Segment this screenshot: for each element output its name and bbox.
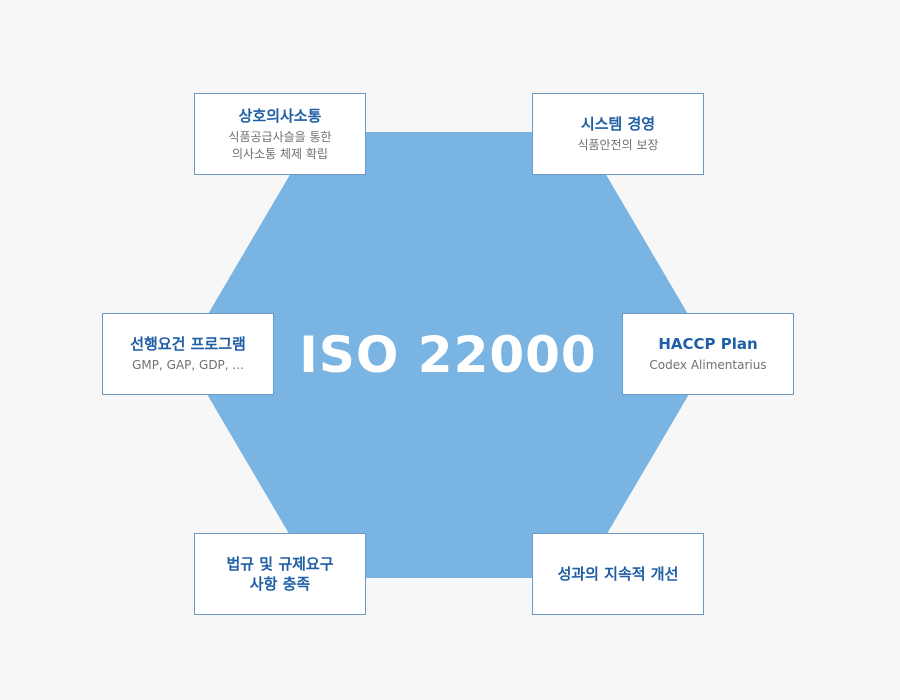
- box-title: 법규 및 규제요구 사항 충족: [226, 555, 334, 593]
- box-subtitle: 식품안전의 보장: [577, 138, 659, 152]
- box-system-management: 시스템 경영 식품안전의 보장: [532, 93, 704, 175]
- box-haccp-plan: HACCP Plan Codex Alimentarius: [622, 313, 794, 395]
- center-title: ISO 22000: [299, 326, 597, 384]
- box-title: 시스템 경영: [580, 115, 656, 133]
- box-continual-improvement: 성과의 지속적 개선: [532, 533, 704, 615]
- central-hexagon: [184, 132, 712, 578]
- box-mutual-communication: 상호의사소통 식품공급사슬을 통한 의사소통 체제 확립: [194, 93, 366, 175]
- box-title: 선행요건 프로그램: [130, 335, 246, 353]
- box-subtitle: GMP, GAP, GDP, ...: [132, 358, 244, 372]
- box-title: 상호의사소통: [238, 106, 322, 125]
- box-title: HACCP Plan: [658, 335, 758, 353]
- box-prerequisite-program: 선행요건 프로그램 GMP, GAP, GDP, ...: [102, 313, 274, 395]
- box-legal-requirements: 법규 및 규제요구 사항 충족: [194, 533, 366, 615]
- box-subtitle: Codex Alimentarius: [649, 358, 767, 372]
- box-title: 성과의 지속적 개선: [557, 565, 679, 583]
- box-subtitle: 식품공급사슬을 통한 의사소통 체제 확립: [228, 129, 332, 161]
